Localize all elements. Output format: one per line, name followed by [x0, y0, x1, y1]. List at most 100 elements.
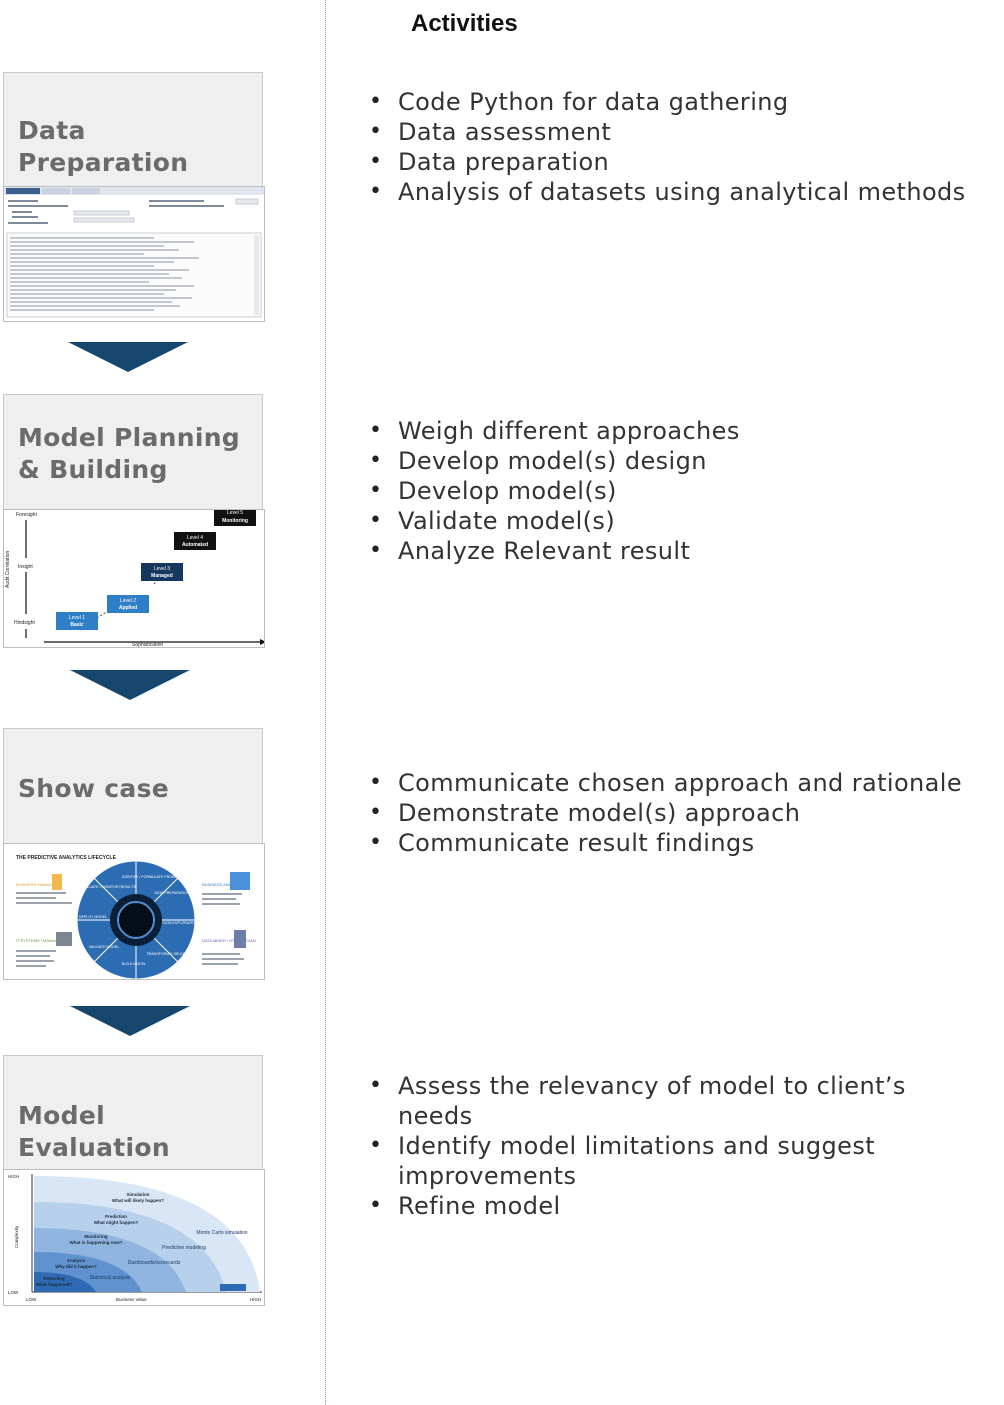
- svg-text:DEPLOY MODEL: DEPLOY MODEL: [79, 915, 107, 919]
- column-divider: [325, 0, 326, 1405]
- svg-text:TRANSFORM & SELECT: TRANSFORM & SELECT: [146, 952, 188, 956]
- svg-text:DATA EXPLORATION: DATA EXPLORATION: [162, 921, 198, 925]
- activity-item: Communicate chosen approach and rational…: [369, 768, 962, 798]
- arc-question-analysis: Why did it happen?: [55, 1264, 97, 1269]
- svg-text:Managed: Managed: [151, 573, 173, 579]
- role-business-analyst: BUSINESS ANALYST: [202, 872, 250, 905]
- activity-item: Code Python for data gathering: [369, 87, 966, 117]
- analytics-maturity-thumbnail: Foresight Insight Hindsight Audit Correl…: [3, 509, 265, 648]
- stage-3-activity-list: Communicate chosen approach and rational…: [369, 768, 962, 858]
- activity-item: Assess the relevancy of model to client’…: [369, 1071, 930, 1131]
- stage-model-evaluation-box: Model Evaluation: [3, 1055, 263, 1170]
- maturity-level-1: Level 1 Basic: [56, 612, 98, 630]
- predictive-lifecycle-thumbnail: THE PREDICTIVE ANALYTICS LIFECYCLE IDENT…: [3, 843, 265, 980]
- activity-item: Develop model(s): [369, 476, 740, 506]
- value-y-high: HIGH: [8, 1174, 19, 1179]
- value-x-high: HIGH: [250, 1297, 261, 1302]
- flow-arrow-down: [70, 1006, 190, 1036]
- maturity-level-3: Level 3 Managed: [141, 563, 183, 581]
- svg-text:BUSINESS MANAGER: BUSINESS MANAGER: [16, 882, 58, 887]
- activity-item: Analysis of datasets using analytical me…: [369, 177, 966, 207]
- lifecycle-wheel: [76, 860, 196, 979]
- flow-arrow-down: [68, 342, 188, 372]
- flow-arrow-down: [70, 670, 190, 700]
- activities-header: Activities: [411, 10, 518, 37]
- svg-text:Applied: Applied: [119, 605, 137, 611]
- stage-title: Data Preparation: [18, 116, 189, 177]
- stage-1-activity-list: Code Python for data gathering Data asse…: [369, 87, 966, 207]
- svg-text:BUSINESS ANALYST: BUSINESS ANALYST: [202, 882, 242, 887]
- activity-item: Data assessment: [369, 117, 966, 147]
- stage-title: Show case: [18, 774, 170, 803]
- activity-item: Develop model(s) design: [369, 446, 740, 476]
- arc-label-reporting: Reporting: [43, 1276, 64, 1281]
- stage-data-preparation-box: Data Preparation: [3, 72, 263, 187]
- analytics-value-thumbnail: HIGH LOW Complexity LOW HIGH Business Va…: [3, 1169, 265, 1306]
- arc-label-prediction: Prediction: [105, 1214, 127, 1219]
- svg-text:Level 3: Level 3: [154, 566, 170, 572]
- svg-text:Monitoring: Monitoring: [222, 518, 248, 524]
- arc-label-simulation: Simulation: [126, 1192, 149, 1197]
- activity-item: Analyze Relevant result: [369, 536, 740, 566]
- stage-title: Model Evaluation: [18, 1101, 170, 1162]
- analytics-maturity-image: Foresight Insight Hindsight Audit Correl…: [5, 510, 264, 648]
- svg-text:Basic: Basic: [70, 622, 84, 628]
- stage-title: Model Planning & Building: [18, 423, 240, 484]
- activity-item: Communicate result findings: [369, 828, 962, 858]
- value-arc-1: [34, 1272, 96, 1292]
- method-dashboards: Dashboards/scorecards: [128, 1260, 181, 1266]
- svg-text:EVALUATE / MONITOR RESULTS: EVALUATE / MONITOR RESULTS: [80, 885, 136, 889]
- maturity-level-2: Level 2 Applied: [107, 595, 149, 613]
- svg-text:VALIDATE MODEL: VALIDATE MODEL: [89, 945, 120, 949]
- arc-question-reporting: What happened?: [36, 1282, 72, 1287]
- data-import-screenshot-thumbnail: [3, 186, 265, 322]
- activity-item: Data preparation: [369, 147, 966, 177]
- svg-text:Level 2: Level 2: [120, 598, 136, 604]
- arc-question-simulation: What will likely happen?: [112, 1198, 164, 1203]
- maturity-y-bottom: Hindsight: [14, 620, 35, 626]
- svg-text:DATA PREPARATION: DATA PREPARATION: [154, 891, 189, 895]
- stage-show-case-box: Show case: [3, 728, 263, 844]
- arc-question-monitoring: What is happening now?: [70, 1240, 123, 1245]
- lifecycle-segment-labels: IDENTIFY / FORMULATE PROBLEM DATA PREPAR…: [79, 875, 198, 966]
- arc-label-monitoring: Monitoring: [84, 1234, 107, 1239]
- stage-2-activity-list: Weigh different approaches Develop model…: [369, 416, 740, 566]
- activity-item: Weigh different approaches: [369, 416, 740, 446]
- stage-model-planning-box: Model Planning & Building: [3, 394, 263, 510]
- role-it-systems: IT SYSTEMS / MANAGEMENT: [16, 932, 72, 967]
- activity-item: Refine model: [369, 1191, 930, 1221]
- svg-text:BUILD MODEL: BUILD MODEL: [122, 962, 146, 966]
- method-monte-carlo: Monte Carlo simulation: [196, 1230, 247, 1236]
- arc-question-prediction: What might happen?: [94, 1220, 139, 1225]
- maturity-level-4: Level 4 Automated: [174, 532, 216, 550]
- svg-text:Level 5: Level 5: [227, 510, 243, 516]
- maturity-y-mid: Insight: [18, 564, 33, 570]
- svg-text:Level 1: Level 1: [69, 615, 85, 621]
- svg-text:Automated: Automated: [182, 542, 208, 548]
- value-y-low: LOW: [8, 1290, 19, 1295]
- data-import-screenshot-image: [4, 187, 264, 318]
- maturity-x-axis-arrowhead: [260, 639, 264, 645]
- value-legend-box: [220, 1284, 246, 1291]
- svg-text:IDENTIFY / FORMULATE PROBLEM: IDENTIFY / FORMULATE PROBLEM: [122, 875, 182, 879]
- analytics-value-image: HIGH LOW Complexity LOW HIGH Business Va…: [8, 1174, 262, 1302]
- predictive-lifecycle-image: THE PREDICTIVE ANALYTICS LIFECYCLE IDENT…: [16, 855, 256, 979]
- maturity-level-5: Level 5 Monitoring: [214, 510, 256, 526]
- lifecycle-title: THE PREDICTIVE ANALYTICS LIFECYCLE: [16, 855, 117, 861]
- method-statistical: Statistical analysis: [90, 1275, 131, 1281]
- method-predictive-modeling: Predictive modeling: [162, 1245, 206, 1251]
- role-data-miner: DATA MINER / STATISTICIAN: [202, 930, 256, 965]
- activity-item: Validate model(s): [369, 506, 740, 536]
- value-x-axis-label: Business Value: [116, 1297, 147, 1302]
- svg-text:IT SYSTEMS / MANAGEMENT: IT SYSTEMS / MANAGEMENT: [16, 938, 72, 943]
- activity-item: Identify model limitations and suggest i…: [369, 1131, 930, 1191]
- svg-text:DATA MINER / STATISTICIAN: DATA MINER / STATISTICIAN: [202, 938, 256, 943]
- role-business-manager: BUSINESS MANAGER: [16, 874, 72, 904]
- activity-item: Demonstrate model(s) approach: [369, 798, 962, 828]
- maturity-y-top: Foresight: [16, 512, 37, 518]
- value-x-low: LOW: [26, 1297, 37, 1302]
- maturity-x-axis-label: Sophistication: [132, 642, 163, 648]
- maturity-y-axis-label: Audit Correlation: [5, 551, 11, 588]
- value-y-axis-label: Complexity: [14, 1225, 19, 1248]
- stage-4-activity-list: Assess the relevancy of model to client’…: [369, 1071, 930, 1221]
